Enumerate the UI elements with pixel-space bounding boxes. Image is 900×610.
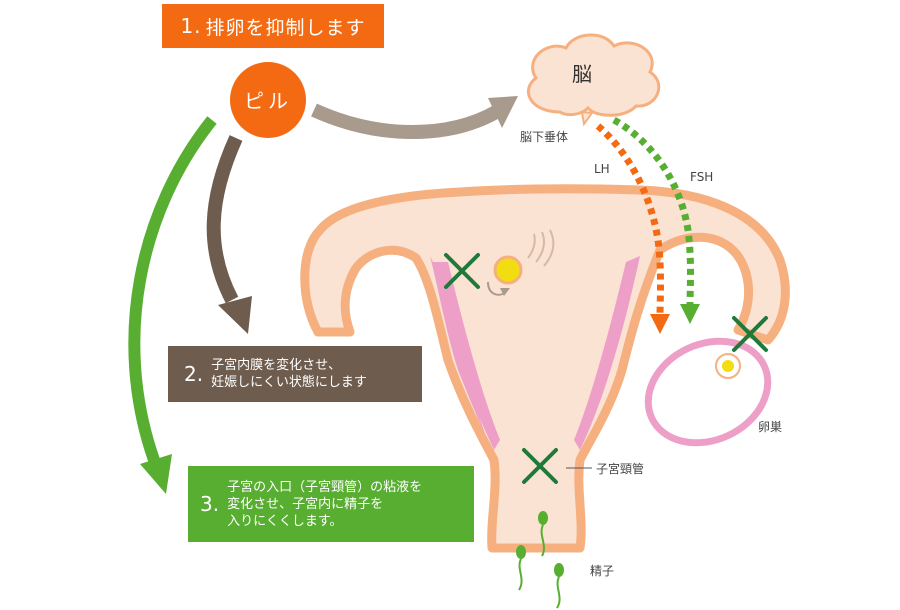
- ovary: [644, 337, 772, 447]
- pituitary-label: 脳下垂体: [520, 130, 569, 144]
- pill-to-step3-arrow: [128, 116, 217, 494]
- pill-to-brain-arrow: [311, 96, 518, 139]
- pill-to-step2-arrow: [206, 135, 252, 334]
- step3-box: 3. 子宮の入口（子宮頸管）の粘液を 変化させ、子宮内に精子を 入りにくくします…: [188, 466, 474, 542]
- x-mark-cervix: [522, 448, 558, 484]
- step1-box: 1. 排卵を抑制します: [162, 4, 384, 48]
- uterus: [300, 184, 790, 553]
- sperm-label: 精子: [590, 564, 615, 578]
- step3-number: 3.: [200, 492, 220, 516]
- step3-text: 子宮の入口（子宮頸管）の粘液を 変化させ、子宮内に精子を 入りにくくします。: [227, 479, 423, 529]
- step1-text: 排卵を抑制します: [205, 16, 366, 39]
- fsh-label: FSH: [690, 170, 714, 184]
- ovary-label: 卵巣: [758, 420, 783, 434]
- x-mark-ovary: [732, 316, 768, 352]
- brain-cloud: [526, 33, 661, 127]
- fsh-arrow: [612, 116, 700, 324]
- sperm-group: [516, 511, 564, 609]
- egg-in-tube: [487, 229, 555, 296]
- step2-text: 子宮内膜を変化させ、 妊娠しにくい状態にします: [211, 358, 367, 390]
- lh-label: LH: [594, 162, 610, 176]
- step1-number: 1.: [180, 14, 202, 38]
- step2-box: 2. 子宮内膜を変化させ、 妊娠しにくい状態にします: [168, 346, 422, 402]
- pill-circle: [230, 62, 306, 138]
- brain-label: 脳: [572, 62, 592, 86]
- step2-number: 2.: [184, 362, 204, 386]
- x-mark-tube: [444, 253, 480, 289]
- pill-label: ピル: [244, 88, 292, 113]
- lh-arrow: [595, 123, 670, 334]
- cervix-label: 子宮頸管: [596, 462, 645, 476]
